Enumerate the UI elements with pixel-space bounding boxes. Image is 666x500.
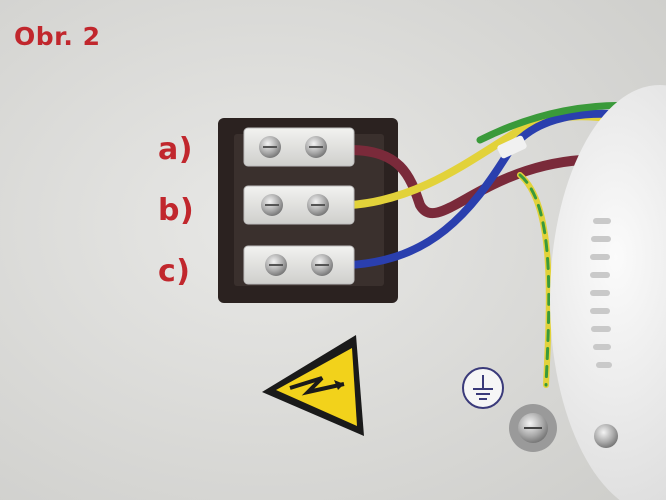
figure-title: Obr. 2 bbox=[14, 22, 101, 51]
cable-tie bbox=[497, 135, 527, 159]
earth-screw bbox=[509, 404, 618, 452]
lamp-housing bbox=[550, 85, 666, 500]
earth-ground-icon bbox=[462, 367, 504, 409]
earth-wire-lower-stripe bbox=[518, 173, 551, 387]
terminal-label-a: a) bbox=[158, 132, 193, 167]
terminal-block-a bbox=[243, 127, 355, 167]
terminal-block-b bbox=[243, 185, 355, 225]
brown-wire bbox=[345, 145, 625, 219]
terminal-label-b: b) bbox=[158, 193, 195, 228]
terminal-label-c: c) bbox=[158, 254, 191, 289]
terminal-block-c bbox=[243, 245, 355, 285]
high-voltage-warning-icon bbox=[262, 335, 364, 436]
